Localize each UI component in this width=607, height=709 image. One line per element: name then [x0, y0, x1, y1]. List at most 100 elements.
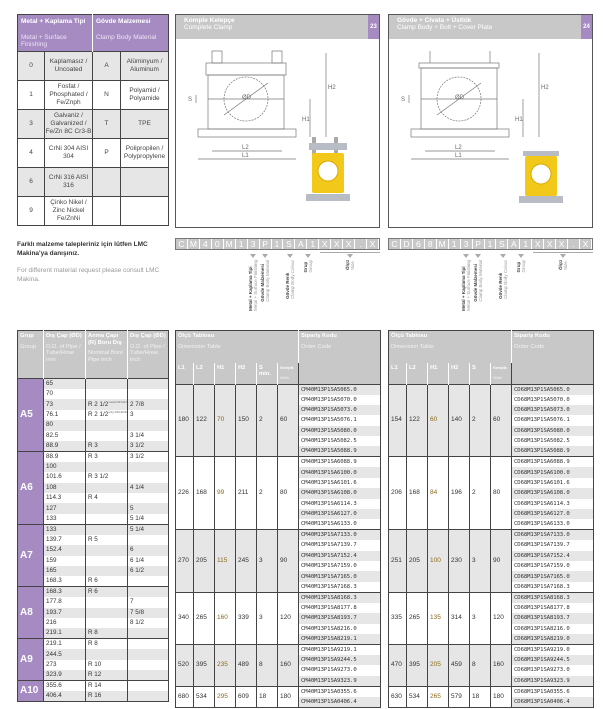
order-code: CM40M13P1SA9273.0: [298, 665, 381, 676]
metal-type: Çinko Nikel / Zinc Nickel Fe/ZnNi: [44, 196, 93, 226]
table-row: CD68M13P1SA9273.0: [389, 665, 594, 676]
h2-value: 150: [235, 383, 257, 457]
od-mm: 101.6: [43, 472, 86, 483]
table-row: CM40M13P1SA8193.7: [176, 613, 381, 624]
l1-label: L1: [455, 153, 462, 159]
code-char: 1: [449, 239, 461, 249]
table-row: CD68M13P1SA8216.0: [389, 623, 594, 634]
order-code: CM40M13P1SA5065.0: [298, 383, 381, 395]
od-mm: 108: [43, 482, 86, 493]
width-value: 180: [489, 685, 512, 708]
order-code: CM40M13P1SA7139.7: [298, 540, 381, 551]
page-number-badge: 23: [368, 15, 379, 39]
order-code: CD68M13P1SA6100.0: [511, 467, 594, 478]
order-code: CM40M13P1SA5070.0: [298, 394, 381, 405]
l2-value: 122: [406, 383, 428, 457]
h1-value: 70: [214, 383, 236, 457]
group-label: A10: [17, 680, 44, 702]
column-header: S: [469, 362, 491, 384]
pipe-circle: [436, 76, 482, 122]
order-code: CD68M13P1SA5088.9: [511, 446, 594, 457]
header-subtitle: Group: [20, 343, 37, 350]
bolt-head: [211, 50, 223, 64]
table-row: CM40M13P1SA6127.0: [176, 508, 381, 520]
nominal-bore: [85, 389, 128, 400]
table-row: CM40M13P1SA7159.0: [176, 561, 381, 572]
od-inch: [127, 461, 169, 473]
table-row: CD68M13P1SA6114.3: [389, 498, 594, 509]
l2-value: 265: [406, 591, 428, 645]
h2-label: H2: [541, 85, 549, 91]
h1-value: 160: [214, 591, 236, 645]
l2-value: 395: [193, 643, 215, 687]
nominal-value: R 4: [88, 494, 98, 502]
order-code: CD68M13P1SA5082.5: [511, 436, 594, 447]
nominal-value: R 2 1/2: [88, 400, 109, 408]
nominal-value: R 8: [88, 640, 98, 648]
arrow-down-icon: [286, 254, 293, 258]
od-inch: 3: [127, 409, 169, 421]
table-row: CD68M13P1SA7139.7: [389, 540, 594, 551]
od-mm: 82.5: [43, 430, 86, 441]
od-label: ØD: [242, 95, 252, 101]
pipe-circle: [223, 76, 269, 122]
body-code: T: [92, 109, 121, 139]
od-inch: 6: [127, 545, 169, 556]
l1-value: 340: [175, 591, 194, 645]
od-mm: 133: [43, 523, 86, 535]
table-row: CD68M13P1SA6127.0: [389, 508, 594, 520]
order-code: CM40M13P1SA7165.0: [298, 571, 381, 582]
nominal-bore: [85, 378, 128, 389]
table-row: CD68M13P1SA7159.0: [389, 561, 594, 572]
table-row: 70: [18, 389, 169, 400]
order-code: CD68M13P1SA0406.4: [511, 696, 594, 708]
note-turkish: Farklı malzeme talepleriniz için lütfen …: [17, 241, 148, 257]
od-mm: 100: [43, 461, 86, 473]
order-code: CM40M13P1SA7168.3: [298, 581, 381, 593]
code-char: X: [544, 239, 557, 249]
s-label: S: [188, 97, 192, 103]
metal-code: 3: [17, 109, 45, 139]
column-header: S min.: [256, 362, 278, 384]
metal-header-subtitle: Metal + Surface Finishing: [21, 34, 67, 48]
h2-value: 196: [448, 456, 470, 530]
od-inch: 2 7/8: [127, 399, 169, 410]
h1-value: 99: [214, 456, 236, 530]
l1-value: 470: [388, 643, 407, 687]
code-char: A: [295, 239, 308, 249]
order-code: CD68M13P1SA6114.3: [511, 498, 594, 509]
s-value: 8: [469, 643, 491, 687]
column-header: H2: [235, 362, 257, 384]
table-row: CD68M13P1SA0406.4: [389, 696, 594, 708]
code-char: 1: [236, 239, 248, 249]
code-char: X: [580, 239, 592, 249]
table-row: 73R 2 1/2metal DIN EN102202 7/8: [18, 399, 169, 410]
table-row: CM40M13P1SA9323.9: [176, 675, 381, 687]
header-subtitle: Width: [493, 376, 502, 380]
od-inch: 3 1/2: [127, 440, 169, 452]
od-inch: 7 5/8: [127, 607, 169, 618]
nominal-bore: R 12: [85, 670, 128, 681]
metal-type: CrNi 304 AISI 304: [44, 138, 93, 168]
h1-label: H1: [302, 117, 310, 123]
table-row: CM40M13P1SA0406.4: [176, 696, 381, 708]
order-code: CD68M13P1SA8177.8: [511, 602, 594, 614]
order-code: CM40M13P1SA8168.3: [298, 591, 381, 603]
h1-label: H1: [515, 117, 523, 123]
